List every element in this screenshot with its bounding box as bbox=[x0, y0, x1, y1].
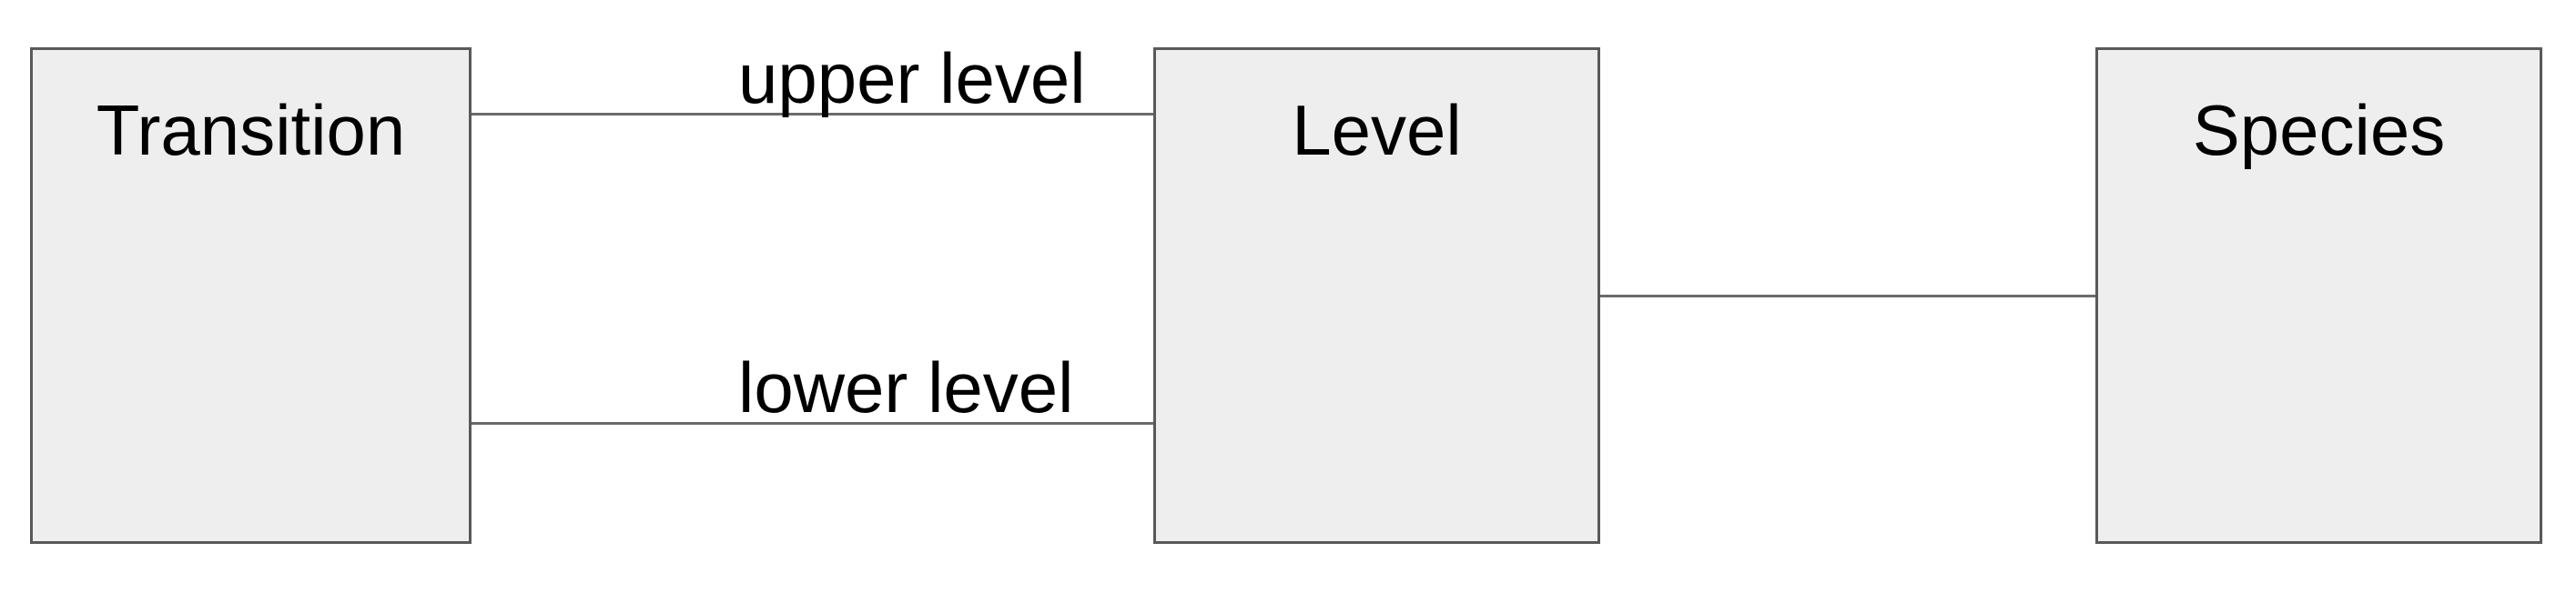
relation-line-lower-level bbox=[472, 422, 1153, 425]
entity-label-level: Level bbox=[1292, 90, 1462, 170]
relation-line-level-species bbox=[1600, 295, 2095, 297]
entity-box-transition: Transition bbox=[30, 47, 472, 544]
entity-label-transition: Transition bbox=[96, 90, 406, 170]
entity-label-species: Species bbox=[2192, 90, 2446, 170]
relation-label-upper-level: upper level bbox=[738, 38, 1086, 118]
relation-label-lower-level: lower level bbox=[738, 347, 1074, 427]
entity-box-species: Species bbox=[2095, 47, 2542, 544]
relation-line-upper-level bbox=[472, 113, 1153, 116]
entity-box-level: Level bbox=[1153, 47, 1600, 544]
